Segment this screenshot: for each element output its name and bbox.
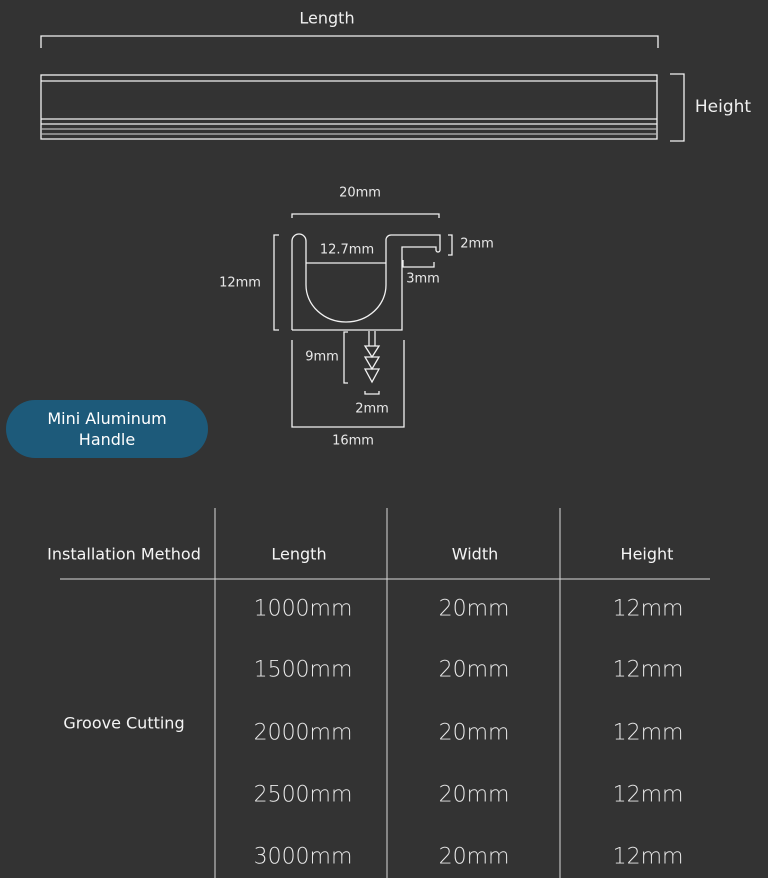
- fin-bracket: [343, 331, 348, 384]
- profile-groove-label: 16mm: [332, 433, 374, 449]
- width-cell: 20mm: [438, 844, 510, 870]
- width-cell: 20mm: [438, 657, 510, 683]
- groove-outline: [291, 340, 405, 428]
- width-bracket: [291, 213, 440, 218]
- profile-fin-width-label: 2mm: [355, 401, 389, 417]
- header-length: Length: [271, 544, 327, 564]
- height-cell: 12mm: [612, 596, 684, 622]
- header-width: Width: [451, 544, 499, 564]
- bar-top-view: [40, 74, 658, 140]
- profile-lip-label: 2mm: [460, 236, 494, 252]
- length-bracket: [40, 35, 659, 48]
- product-badge-line2: Handle: [78, 430, 136, 449]
- length-cell: 3000mm: [253, 844, 353, 870]
- length-cell: 2500mm: [253, 782, 353, 808]
- profile-width-label: 20mm: [339, 185, 381, 201]
- profile-height-label: 12mm: [219, 275, 261, 291]
- lip-depth-bracket: [402, 260, 435, 268]
- width-cell: 20mm: [438, 720, 510, 746]
- width-cell: 20mm: [438, 596, 510, 622]
- length-cell: 1000mm: [253, 596, 353, 622]
- fin-width-bracket: [364, 391, 380, 395]
- lip-bracket: [448, 234, 453, 256]
- height-cell: 12mm: [612, 657, 684, 683]
- handle-profile: [291, 233, 441, 331]
- header-installation-method: Installation Method: [47, 544, 201, 564]
- profile-inner-label: 12.7mm: [319, 242, 375, 258]
- table-grid: [60, 508, 710, 878]
- profile-fin-label: 9mm: [305, 349, 339, 365]
- profile-lip-depth-label: 3mm: [406, 271, 440, 287]
- length-cell: 2000mm: [253, 720, 353, 746]
- height-label: Height: [694, 97, 752, 117]
- method-cell: Groove Cutting: [63, 713, 185, 733]
- width-cell: 20mm: [438, 782, 510, 808]
- height-cell: 12mm: [612, 720, 684, 746]
- height-12-bracket: [273, 234, 279, 331]
- product-badge-line1: Mini Aluminum: [47, 409, 167, 428]
- header-height: Height: [620, 544, 674, 564]
- length-label: Length: [299, 8, 355, 28]
- length-cell: 1500mm: [253, 657, 353, 683]
- height-cell: 12mm: [612, 844, 684, 870]
- height-bracket: [670, 73, 685, 142]
- height-cell: 12mm: [612, 782, 684, 808]
- fin: [363, 331, 381, 384]
